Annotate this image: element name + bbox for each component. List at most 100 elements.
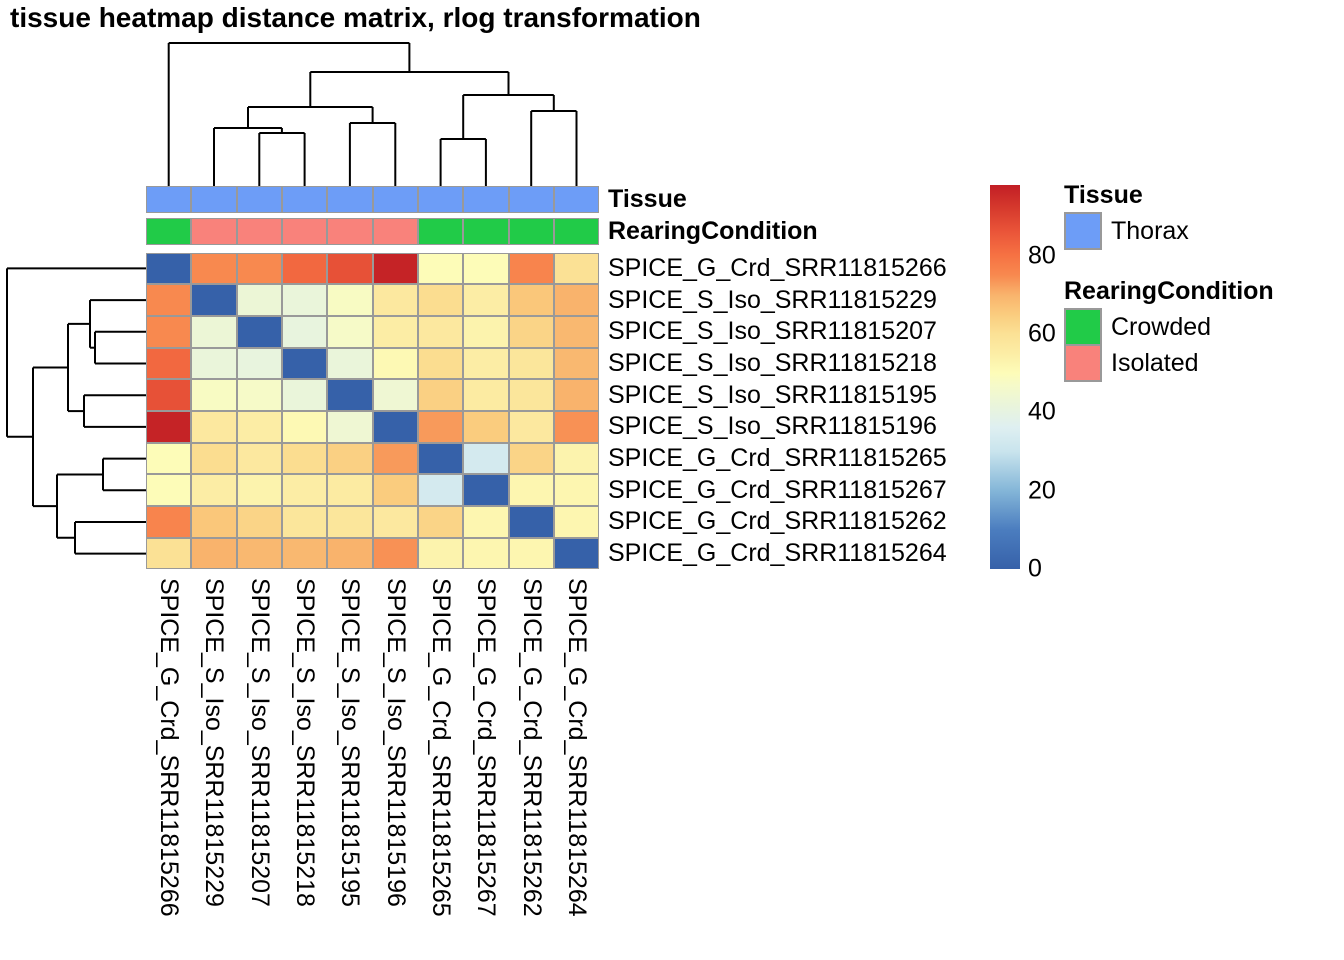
annotation-cell-isolated — [327, 218, 373, 245]
heatmap-cell — [372, 506, 418, 538]
heatmap-cell — [327, 252, 373, 285]
legend-spacer — [1064, 250, 1334, 277]
heatmap-cell — [372, 442, 418, 475]
heatmap-cell — [281, 284, 328, 316]
legend-rearingcondition-header: RearingCondition — [1064, 277, 1274, 305]
annotation-cell-isolated — [236, 218, 282, 245]
column-label: SPICE_S_Iso_SRR11815207 — [245, 578, 274, 907]
legend-item-label: Thorax — [1111, 217, 1189, 245]
heatmap-cell — [463, 411, 509, 443]
heatmap-cell — [372, 411, 418, 443]
row-label: SPICE_G_Crd_SRR11815267 — [608, 475, 947, 504]
heatmap-cell — [191, 315, 237, 348]
heatmap-cell — [372, 252, 418, 285]
heatmap-cell — [236, 315, 282, 348]
heatmap-cell — [508, 474, 554, 507]
heatmap-cell — [417, 506, 464, 538]
heatmap-cell — [236, 474, 282, 507]
heatmap-cell — [146, 506, 192, 538]
heatmap-cell — [146, 474, 192, 507]
heatmap-cell — [508, 442, 554, 475]
heatmap-cell — [191, 379, 237, 411]
annotation-cell-thorax — [463, 186, 509, 213]
row-label: SPICE_G_Crd_SRR11815266 — [608, 253, 947, 282]
heatmap-cell — [417, 252, 464, 285]
heatmap-cell — [327, 347, 373, 380]
heatmap-cell — [281, 411, 328, 443]
rearingcondition-crowded-swatch — [1064, 308, 1102, 346]
annotation-cell-thorax — [191, 186, 237, 213]
heatmap-cell — [146, 411, 192, 443]
heatmap-cell — [236, 537, 282, 570]
annotation-cell-thorax — [281, 186, 328, 213]
heatmap-cell — [281, 252, 328, 285]
heatmap-cell — [553, 252, 600, 285]
annotation-cell-thorax — [146, 186, 192, 213]
heatmap-cell — [327, 506, 373, 538]
heatmap-cell — [281, 506, 328, 538]
row-label: SPICE_G_Crd_SRR11815264 — [608, 539, 947, 568]
heatmap-cell — [191, 252, 237, 285]
heatmap-cell — [372, 537, 418, 570]
heatmap-cell — [236, 252, 282, 285]
heatmap-cell — [508, 284, 554, 316]
column-label: SPICE_S_Iso_SRR11815218 — [291, 578, 320, 907]
heatmap-cell — [372, 474, 418, 507]
column-label: SPICE_G_Crd_SRR11815266 — [155, 578, 184, 917]
column-label: SPICE_G_Crd_SRR11815262 — [517, 578, 546, 917]
heatmap-cell — [191, 474, 237, 507]
rearingcondition-annotation-row-label: RearingCondition — [608, 217, 818, 245]
heatmap-cell — [327, 284, 373, 316]
legend-item: Isolated — [1064, 344, 1334, 382]
legend-item-label: Isolated — [1111, 349, 1199, 377]
heatmap-cell — [281, 474, 328, 507]
row-label: SPICE_S_Iso_SRR11815229 — [608, 285, 937, 314]
heatmap-cell — [281, 537, 328, 570]
annotation-cell-crowded — [417, 218, 464, 245]
heatmap-cell — [327, 411, 373, 443]
heatmap-cell — [372, 347, 418, 380]
row-label: SPICE_S_Iso_SRR11815207 — [608, 317, 937, 346]
heatmap-cell — [191, 284, 237, 316]
color-scale-tick: 80 — [1028, 241, 1056, 270]
annotation-cell-isolated — [281, 218, 328, 245]
heatmap-cell — [281, 347, 328, 380]
heatmap-cell — [236, 347, 282, 380]
column-label: SPICE_G_Crd_SRR11815264 — [563, 578, 592, 917]
heatmap-cell — [553, 474, 600, 507]
heatmap-cell — [417, 315, 464, 348]
heatmap-cell — [463, 252, 509, 285]
heatmap-cell — [327, 474, 373, 507]
column-label: SPICE_S_Iso_SRR11815195 — [336, 578, 365, 907]
tissue-annotation-row-label: Tissue — [608, 185, 687, 213]
annotation-cell-crowded — [463, 218, 509, 245]
heatmap-cell — [553, 442, 600, 475]
heatmap-cell — [553, 537, 600, 570]
column-label: SPICE_S_Iso_SRR11815229 — [200, 578, 229, 907]
annotation-cell-thorax — [372, 186, 418, 213]
annotation-cell-crowded — [146, 218, 192, 245]
legend-tissue-header: Tissue — [1064, 181, 1143, 209]
heatmap-cell — [508, 411, 554, 443]
heatmap-cell — [463, 506, 509, 538]
annotation-cell-thorax — [508, 186, 554, 213]
heatmap-cell — [146, 284, 192, 316]
heatmap-cell — [508, 506, 554, 538]
heatmap-cell — [146, 379, 192, 411]
heatmap-cell — [146, 252, 192, 285]
heatmap-cell — [236, 284, 282, 316]
heatmap-cell — [236, 379, 282, 411]
heatmap-cell — [146, 347, 192, 380]
color-scale-tick: 20 — [1028, 476, 1056, 505]
heatmap-cell — [463, 315, 509, 348]
rearingcondition-isolated-swatch — [1064, 344, 1102, 382]
heatmap-cell — [508, 252, 554, 285]
heatmap-cell — [553, 315, 600, 348]
row-label: SPICE_G_Crd_SRR11815265 — [608, 444, 947, 473]
annotation-cell-isolated — [191, 218, 237, 245]
annotation-cell-thorax — [327, 186, 373, 213]
tissue-thorax-swatch — [1064, 212, 1102, 250]
column-label: SPICE_S_Iso_SRR11815196 — [381, 578, 410, 907]
heatmap-cell — [236, 506, 282, 538]
